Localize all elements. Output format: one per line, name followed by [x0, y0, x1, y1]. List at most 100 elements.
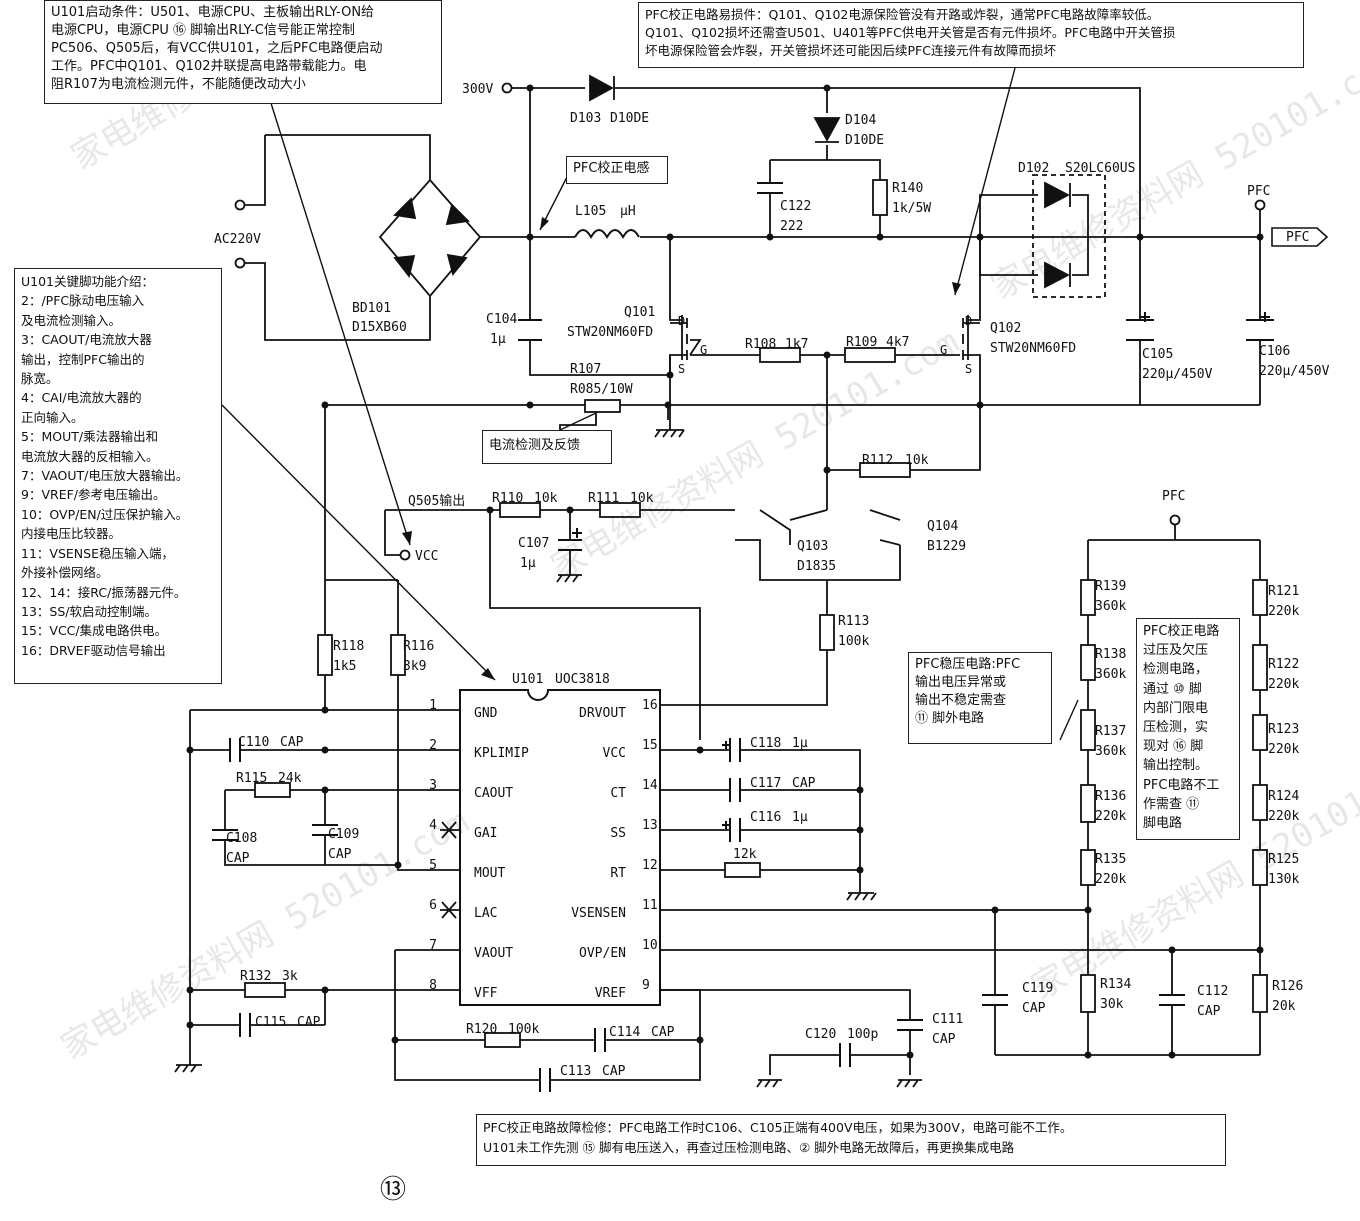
note-line: PFC稳压电路:PFC: [915, 656, 1045, 674]
page-number: ⑬: [380, 1175, 406, 1205]
overvolt-detect-note: PFC校正电路 过压及欠压 检测电路， 通过 ⑩ 脚 内部门限电 压检测，实 现…: [1136, 618, 1240, 840]
note-line: 3：CAOUT/电流放大器: [21, 330, 215, 349]
note-line: PFC校正电路故障检修：PFC电路工作时C106、C105正端有400V电压，如…: [483, 1118, 1219, 1138]
label-ac220v: AC220V: [214, 232, 261, 247]
note-line: 坏电源保险管会炸裂，开关管损坏还可能因后续PFC连接元件有故障而损坏: [645, 42, 1297, 60]
r113-val: 100k: [838, 634, 869, 649]
note-line: PFC校正电路易损件：Q101、Q102电源保险管没有开路或炸裂，通常PFC电路…: [645, 6, 1297, 24]
ic-pin-number: 16: [642, 698, 658, 713]
ic-pin-number: 2: [429, 738, 437, 753]
current-detect-note: 电流检测及反馈: [482, 430, 612, 464]
r123-ref: R123: [1268, 722, 1299, 737]
r138-val: 360k: [1095, 667, 1126, 682]
note-line: 2：/PFC脉动电压输入: [21, 291, 215, 310]
startup-conditions-note: U101启动条件：U501、电源CPU、主板输出RLY-ON给 电源CPU，电源…: [44, 0, 442, 104]
r137-ref: R137: [1095, 724, 1126, 739]
note-line: 10：OVP/EN/过压保护输入。: [21, 505, 215, 524]
r134-val: 30k: [1100, 997, 1124, 1012]
c118-ref: C118: [750, 736, 781, 751]
r111-ref: R111: [588, 491, 619, 506]
note-line: 作需查 ⑪: [1143, 795, 1233, 814]
c116-val: 1μ: [792, 810, 808, 825]
ic-pin-number: 13: [642, 818, 658, 833]
c114-ref: C114: [609, 1025, 640, 1040]
ic-pin-name: OVP/EN: [579, 946, 626, 961]
d103-val: D10DE: [610, 111, 649, 126]
c114-val: CAP: [651, 1025, 675, 1040]
c115-val: CAP: [297, 1015, 321, 1030]
r122-val: 220k: [1268, 677, 1299, 692]
r132-val: 3k: [282, 969, 298, 984]
c104-ref: C104: [486, 312, 517, 327]
note-line: 15：VCC/集成电路供电。: [21, 621, 215, 640]
ic-pin-name: VREF: [595, 986, 626, 1001]
note-line: 7：VAOUT/电压放大器输出。: [21, 466, 215, 485]
note-line: 输出，控制PFC输出的: [21, 350, 215, 369]
q104-val: B1229: [927, 539, 966, 554]
ic-pin-number: 11: [642, 898, 658, 913]
note-line: 过压及欠压: [1143, 641, 1233, 660]
c110-ref: C110: [238, 735, 269, 750]
r138-ref: R138: [1095, 647, 1126, 662]
r116-val: 3k9: [403, 659, 426, 674]
r123-val: 220k: [1268, 742, 1299, 757]
ic-pin-name: LAC: [474, 906, 497, 921]
note-line: 11：VSENSE稳压输入端，: [21, 544, 215, 563]
note-line: 电流放大器的反相输入。: [21, 447, 215, 466]
ic-pin-name: GND: [474, 706, 498, 721]
repair-note: PFC校正电路故障检修：PFC电路工作时C106、C105正端有400V电压，如…: [476, 1114, 1226, 1166]
c104-val: 1μ: [490, 332, 506, 347]
note-line: 内接电压比较器。: [21, 524, 215, 543]
c113-val: CAP: [602, 1064, 626, 1079]
stabilize-note: PFC稳压电路:PFC 输出电压异常或 输出不稳定需查 ⑪ 脚外电路: [908, 652, 1052, 744]
note-line: PFC校正电感: [573, 160, 661, 178]
note-line: 压检测，实: [1143, 718, 1233, 737]
r118-val: 1k5: [333, 659, 356, 674]
ic-pin-name: RT: [610, 866, 626, 881]
c105-ref: C105: [1142, 347, 1173, 362]
c113-ref: C113: [560, 1064, 591, 1079]
ic-pin-number: 12: [642, 858, 658, 873]
ic-pin-name: DRVOUT: [579, 706, 626, 721]
r137-val: 360k: [1095, 744, 1126, 759]
r115-ref: R115: [236, 771, 267, 786]
r132-ref: R132: [240, 969, 271, 984]
r122-ref: R122: [1268, 657, 1299, 672]
d102-ref: D102: [1018, 161, 1049, 176]
u101-val: UOC3818: [555, 672, 610, 687]
note-line: 外接补偿网络。: [21, 563, 215, 582]
r120-ref: R120: [466, 1022, 497, 1037]
d103-ref: D103: [570, 111, 601, 126]
q103-val: D1835: [797, 559, 836, 574]
c117-ref: C117: [750, 776, 781, 791]
r112-val: 10k: [905, 453, 929, 468]
r107-val: R085/10W: [570, 382, 633, 397]
c120-ref: C120: [805, 1027, 836, 1042]
note-line: 工作。PFC中Q101、Q102并联提高电路带载能力。电: [51, 58, 435, 76]
ic-pin-number: 10: [642, 938, 658, 953]
r126-ref: R126: [1272, 979, 1303, 994]
r121-val: 220k: [1268, 604, 1299, 619]
label-vcc: VCC: [415, 549, 438, 564]
r110-val: 10k: [534, 491, 558, 506]
c107-ref: C107: [518, 536, 549, 551]
r110-ref: R110: [492, 491, 523, 506]
c112-ref: C112: [1197, 984, 1228, 999]
c111-ref: C111: [932, 1012, 963, 1027]
c109-ref: C109: [328, 827, 359, 842]
pfc-inductor-note: PFC校正电感: [566, 156, 668, 184]
ic-pin-number: 3: [429, 778, 437, 793]
pfc-fragile-parts-note: PFC校正电路易损件：Q101、Q102电源保险管没有开路或炸裂，通常PFC电路…: [638, 2, 1304, 68]
note-line: 4：CAI/电流放大器的: [21, 388, 215, 407]
r139-ref: R139: [1095, 579, 1126, 594]
bd101-ref: BD101: [352, 301, 391, 316]
r118-ref: R118: [333, 639, 364, 654]
c116-ref: C116: [750, 810, 781, 825]
note-line: 脉宽。: [21, 369, 215, 388]
c106-ref: C106: [1259, 344, 1290, 359]
r139-val: 360k: [1095, 599, 1126, 614]
r134-ref: R134: [1100, 977, 1131, 992]
bd101-val: D15XB60: [352, 320, 407, 335]
label-pfc-top: PFC: [1247, 184, 1270, 199]
ic-pin-number: 7: [429, 938, 437, 953]
